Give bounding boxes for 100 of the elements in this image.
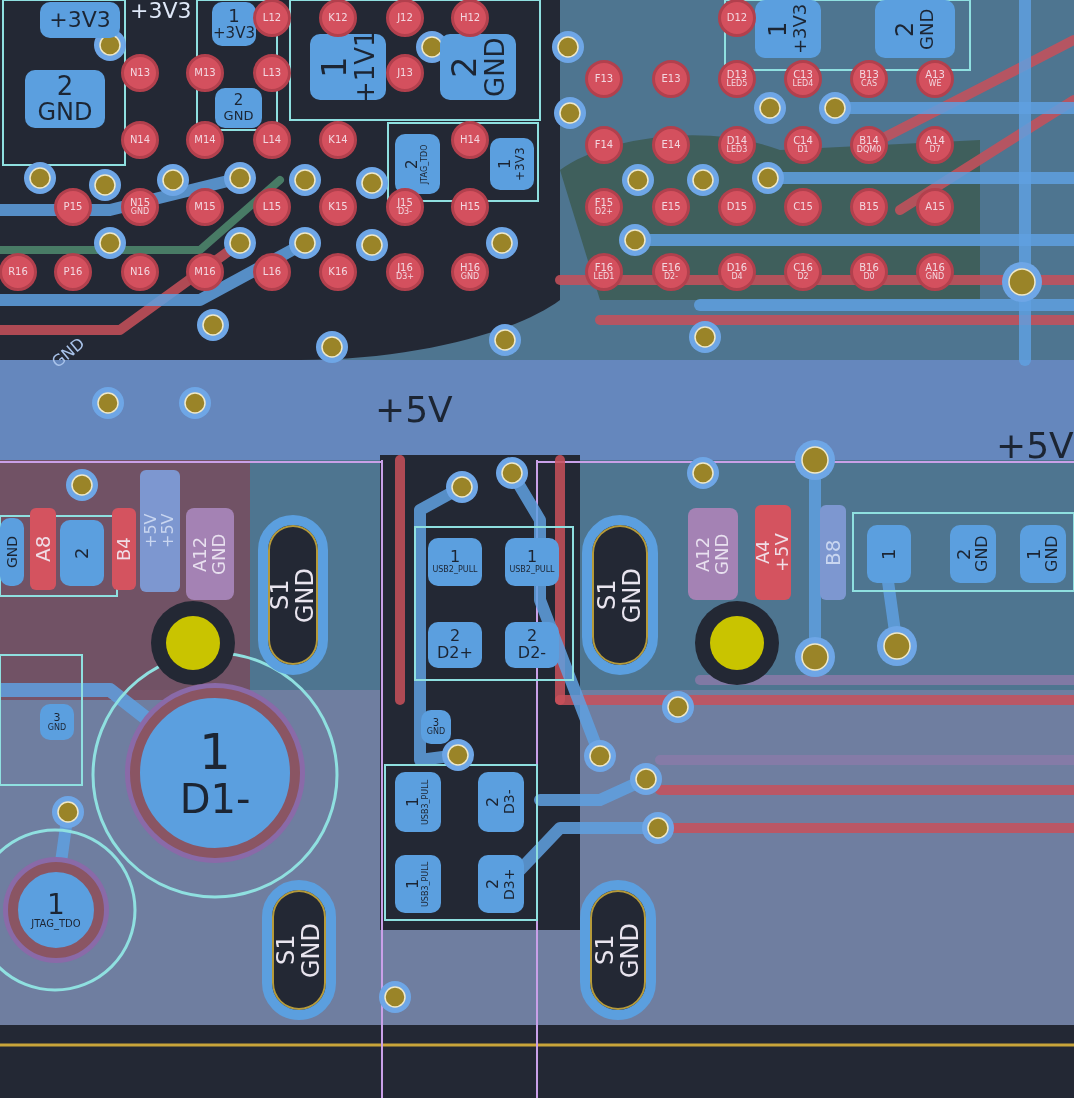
net-label: 1 <box>879 548 899 560</box>
ball-label: D1 <box>797 146 809 155</box>
ball-label: M14 <box>194 134 216 146</box>
net-label: GND <box>37 100 93 126</box>
ball-label: N15 <box>129 197 151 208</box>
pad-number: 2 <box>56 72 74 101</box>
ball-label: D13 <box>726 69 748 80</box>
net-label: D2+ <box>437 645 473 662</box>
net-label: +3V3 <box>130 0 192 22</box>
ball-label: D7 <box>929 146 941 155</box>
ball-label: H15 <box>459 201 481 213</box>
net-label: B8 <box>822 539 844 566</box>
solder-pad <box>421 710 451 744</box>
net-label: GND <box>918 8 938 50</box>
ball-label: B16 <box>859 262 879 273</box>
pad-number: A4 <box>754 540 773 565</box>
net-label: +5V <box>160 513 177 549</box>
net-label: +3V3 <box>514 147 527 181</box>
solder-pad <box>112 508 136 590</box>
solder-pad <box>60 520 104 586</box>
ball-label: L13 <box>262 67 282 79</box>
ball-label: C16 <box>793 262 813 273</box>
ball-label: D4 <box>731 273 743 282</box>
solder-pad <box>688 508 738 600</box>
net-label: 2 <box>72 547 92 559</box>
pad-number: A12 <box>191 536 210 572</box>
net-label: GND <box>4 535 20 569</box>
ball-label: P16 <box>63 266 83 278</box>
solder-pad <box>25 70 105 128</box>
ball-label: DQM0 <box>856 146 882 155</box>
pad-number: S1 <box>592 934 618 966</box>
ball-label: R16 <box>8 266 28 278</box>
ball-label: A16 <box>925 262 945 273</box>
net-label: GND <box>49 335 88 371</box>
ball-label: J15 <box>397 197 413 209</box>
net-label: JTAG_TDO <box>421 144 430 184</box>
solder-pad <box>395 855 441 913</box>
ball-label: D2 <box>797 273 809 282</box>
solder-pad <box>428 538 482 586</box>
ball-label: F16 <box>594 262 614 273</box>
ball-label: D0 <box>863 273 875 282</box>
net-label: +3V3 <box>791 3 811 55</box>
ball-label: LED4 <box>792 80 814 89</box>
solder-pad <box>395 134 440 194</box>
ball-label: E16 <box>661 262 681 273</box>
ball-label: B15 <box>859 201 879 213</box>
ball-label: GND <box>460 273 480 282</box>
ball-label: M16 <box>194 266 216 278</box>
net-label: GND <box>974 535 991 573</box>
pad-number: 3 <box>53 712 61 724</box>
net-label: +5V <box>773 533 792 572</box>
pad-number: 2 <box>446 56 483 78</box>
pad-number: 1 <box>199 725 231 779</box>
ball-label: D14 <box>726 135 748 146</box>
ball-label: P15 <box>63 201 83 213</box>
ball-label: J12 <box>397 12 413 24</box>
net-label: +5V <box>996 428 1074 464</box>
net-label: USB2_PULL <box>509 566 555 575</box>
solder-pad <box>30 508 56 590</box>
net-label: D3+ <box>502 868 517 900</box>
solder-pad <box>478 772 524 832</box>
pad-number: 1 <box>497 158 515 170</box>
ball-label: E14 <box>661 139 681 151</box>
ball-label: LED1 <box>593 273 615 282</box>
solder-pad <box>867 525 911 583</box>
pad-number: +5V <box>143 513 160 549</box>
solder-pad <box>40 2 120 38</box>
solder-pad <box>186 508 234 600</box>
pad-number: 1 <box>765 21 792 37</box>
ball-label: K14 <box>328 134 348 146</box>
pad-number: S1 <box>273 934 299 966</box>
ball-label: N13 <box>129 67 151 79</box>
net-label: GND <box>482 37 510 97</box>
solder-pad <box>755 505 791 600</box>
net-label: +5V <box>375 392 453 428</box>
ball-label: A13 <box>925 69 945 80</box>
ball-label: L15 <box>262 201 282 213</box>
pad-number: 2 <box>955 548 975 560</box>
ball-label: N14 <box>129 134 151 146</box>
pad-number: 2 <box>233 93 244 110</box>
net-label: USB2_PULL <box>432 566 478 575</box>
pad-number: 1 <box>47 890 65 920</box>
ball-label: GND <box>130 208 150 217</box>
ball-label: F15 <box>594 197 614 208</box>
net-label: GND <box>210 533 229 575</box>
solder-pad <box>395 772 441 832</box>
ball-label: L12 <box>262 12 282 24</box>
solder-pad <box>0 518 24 586</box>
ball-label: C13 <box>793 69 813 80</box>
net-label: A8 <box>32 535 54 563</box>
solder-pad <box>40 704 74 740</box>
pad-number: 1 <box>316 56 353 78</box>
net-label: +3V3 <box>213 25 255 42</box>
ball-label: C15 <box>793 201 813 213</box>
solder-pad <box>478 855 524 913</box>
solder-pad <box>505 622 559 668</box>
solder-pad <box>755 0 821 58</box>
ball-label: WE <box>928 80 942 89</box>
ball-label: L14 <box>262 134 282 146</box>
net-label: GND <box>299 922 325 978</box>
